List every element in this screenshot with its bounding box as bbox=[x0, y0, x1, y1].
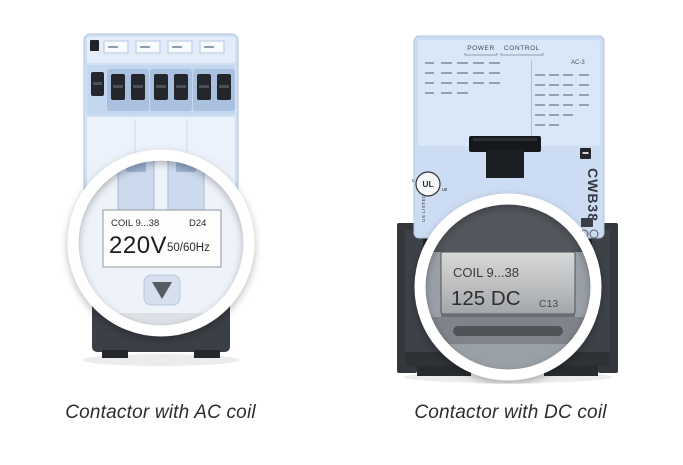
power-marking: POWER bbox=[467, 45, 495, 52]
dc-caption: Contactor with DC coil bbox=[414, 402, 607, 423]
model-text: CWB38 bbox=[585, 168, 601, 222]
ul-c-text: c bbox=[412, 178, 415, 184]
cover-clips bbox=[117, 157, 205, 215]
magnifier-ring bbox=[414, 193, 602, 381]
ac-coil-code: D24 bbox=[189, 218, 206, 229]
brand-mark-icon bbox=[581, 218, 593, 227]
mounting-slot bbox=[453, 326, 563, 336]
ul-us-text: us bbox=[442, 187, 448, 193]
ac-coil-range: COIL 9...38 bbox=[111, 218, 159, 229]
terminal-markings bbox=[425, 62, 589, 126]
ul-listed-text: US LISTED bbox=[421, 194, 426, 222]
ac-coil-frequency: 50/60Hz bbox=[167, 242, 210, 254]
cover-release bbox=[143, 274, 181, 306]
ul-text: UL bbox=[422, 179, 433, 189]
ac-contactor-photo: COIL 9...38 D24 220V 50/60Hz bbox=[67, 33, 255, 366]
ac-coil-label: COIL 9...38 D24 220V 50/60Hz bbox=[102, 209, 222, 268]
model-and-certs: CWB38 bbox=[579, 148, 601, 239]
dc-coil-label: COIL 9...38 125 DC C13 bbox=[440, 251, 576, 315]
accessory-connector bbox=[469, 136, 541, 178]
wiring-diagram-markings: POWER CONTROL AC-3 bbox=[425, 45, 589, 138]
dc-coil-code: C13 bbox=[539, 298, 558, 310]
ac-coil-voltage: 220V bbox=[109, 232, 167, 259]
dc-contactor-photo: POWER CONTROL AC-3 bbox=[397, 35, 618, 383]
dc-coil-voltage: 125 DC bbox=[451, 287, 521, 310]
dc-magnifier: COIL 9...38 125 DC C13 bbox=[414, 193, 602, 381]
aux-terminal-screw bbox=[90, 40, 99, 51]
dc-coil-range: COIL 9...38 bbox=[453, 265, 519, 280]
ac-magnifier: COIL 9...38 D24 220V 50/60Hz bbox=[67, 149, 255, 337]
ac-contactor-housing bbox=[83, 33, 239, 225]
ul-listed-icon: UL c us US LISTED bbox=[412, 171, 448, 222]
cert-circle-icon bbox=[589, 229, 599, 239]
power-terminals bbox=[87, 65, 235, 115]
control-marking: CONTROL bbox=[504, 45, 540, 52]
duty-class-marking: AC-3 bbox=[571, 60, 585, 66]
magnifier-ring bbox=[67, 149, 255, 337]
arrow-down-icon bbox=[152, 282, 172, 299]
ac-caption: Contactor with AC coil bbox=[65, 402, 256, 423]
top-terminal-tags bbox=[103, 40, 225, 54]
dc-contactor-housing: POWER CONTROL AC-3 bbox=[412, 35, 605, 239]
